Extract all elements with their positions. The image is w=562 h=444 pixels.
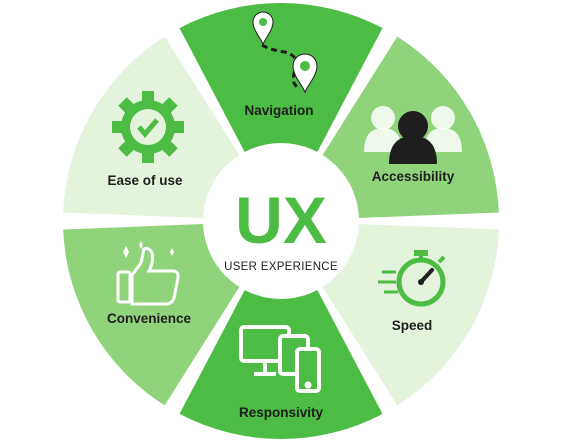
label-speed: Speed xyxy=(392,318,433,333)
segment-speed xyxy=(314,223,499,406)
gear-check-icon xyxy=(112,91,184,163)
map-route-icon xyxy=(252,11,318,94)
thumbs-up-icon xyxy=(116,241,180,306)
stopwatch-icon xyxy=(378,250,446,307)
segment-convenience xyxy=(63,223,248,406)
user-group-icon xyxy=(364,106,462,164)
label-responsivity: Responsivity xyxy=(239,405,324,420)
center-badge: UX USER EXPERIENCE xyxy=(203,143,359,299)
devices-icon xyxy=(239,325,321,393)
center-title: UX xyxy=(235,183,327,257)
label-navigation: Navigation xyxy=(244,103,313,118)
label-ease-of-use: Ease of use xyxy=(107,173,183,188)
label-convenience: Convenience xyxy=(107,311,192,326)
label-accessibility: Accessibility xyxy=(372,169,455,184)
segment-navigation xyxy=(179,3,383,167)
center-subtitle: USER EXPERIENCE xyxy=(224,261,338,273)
